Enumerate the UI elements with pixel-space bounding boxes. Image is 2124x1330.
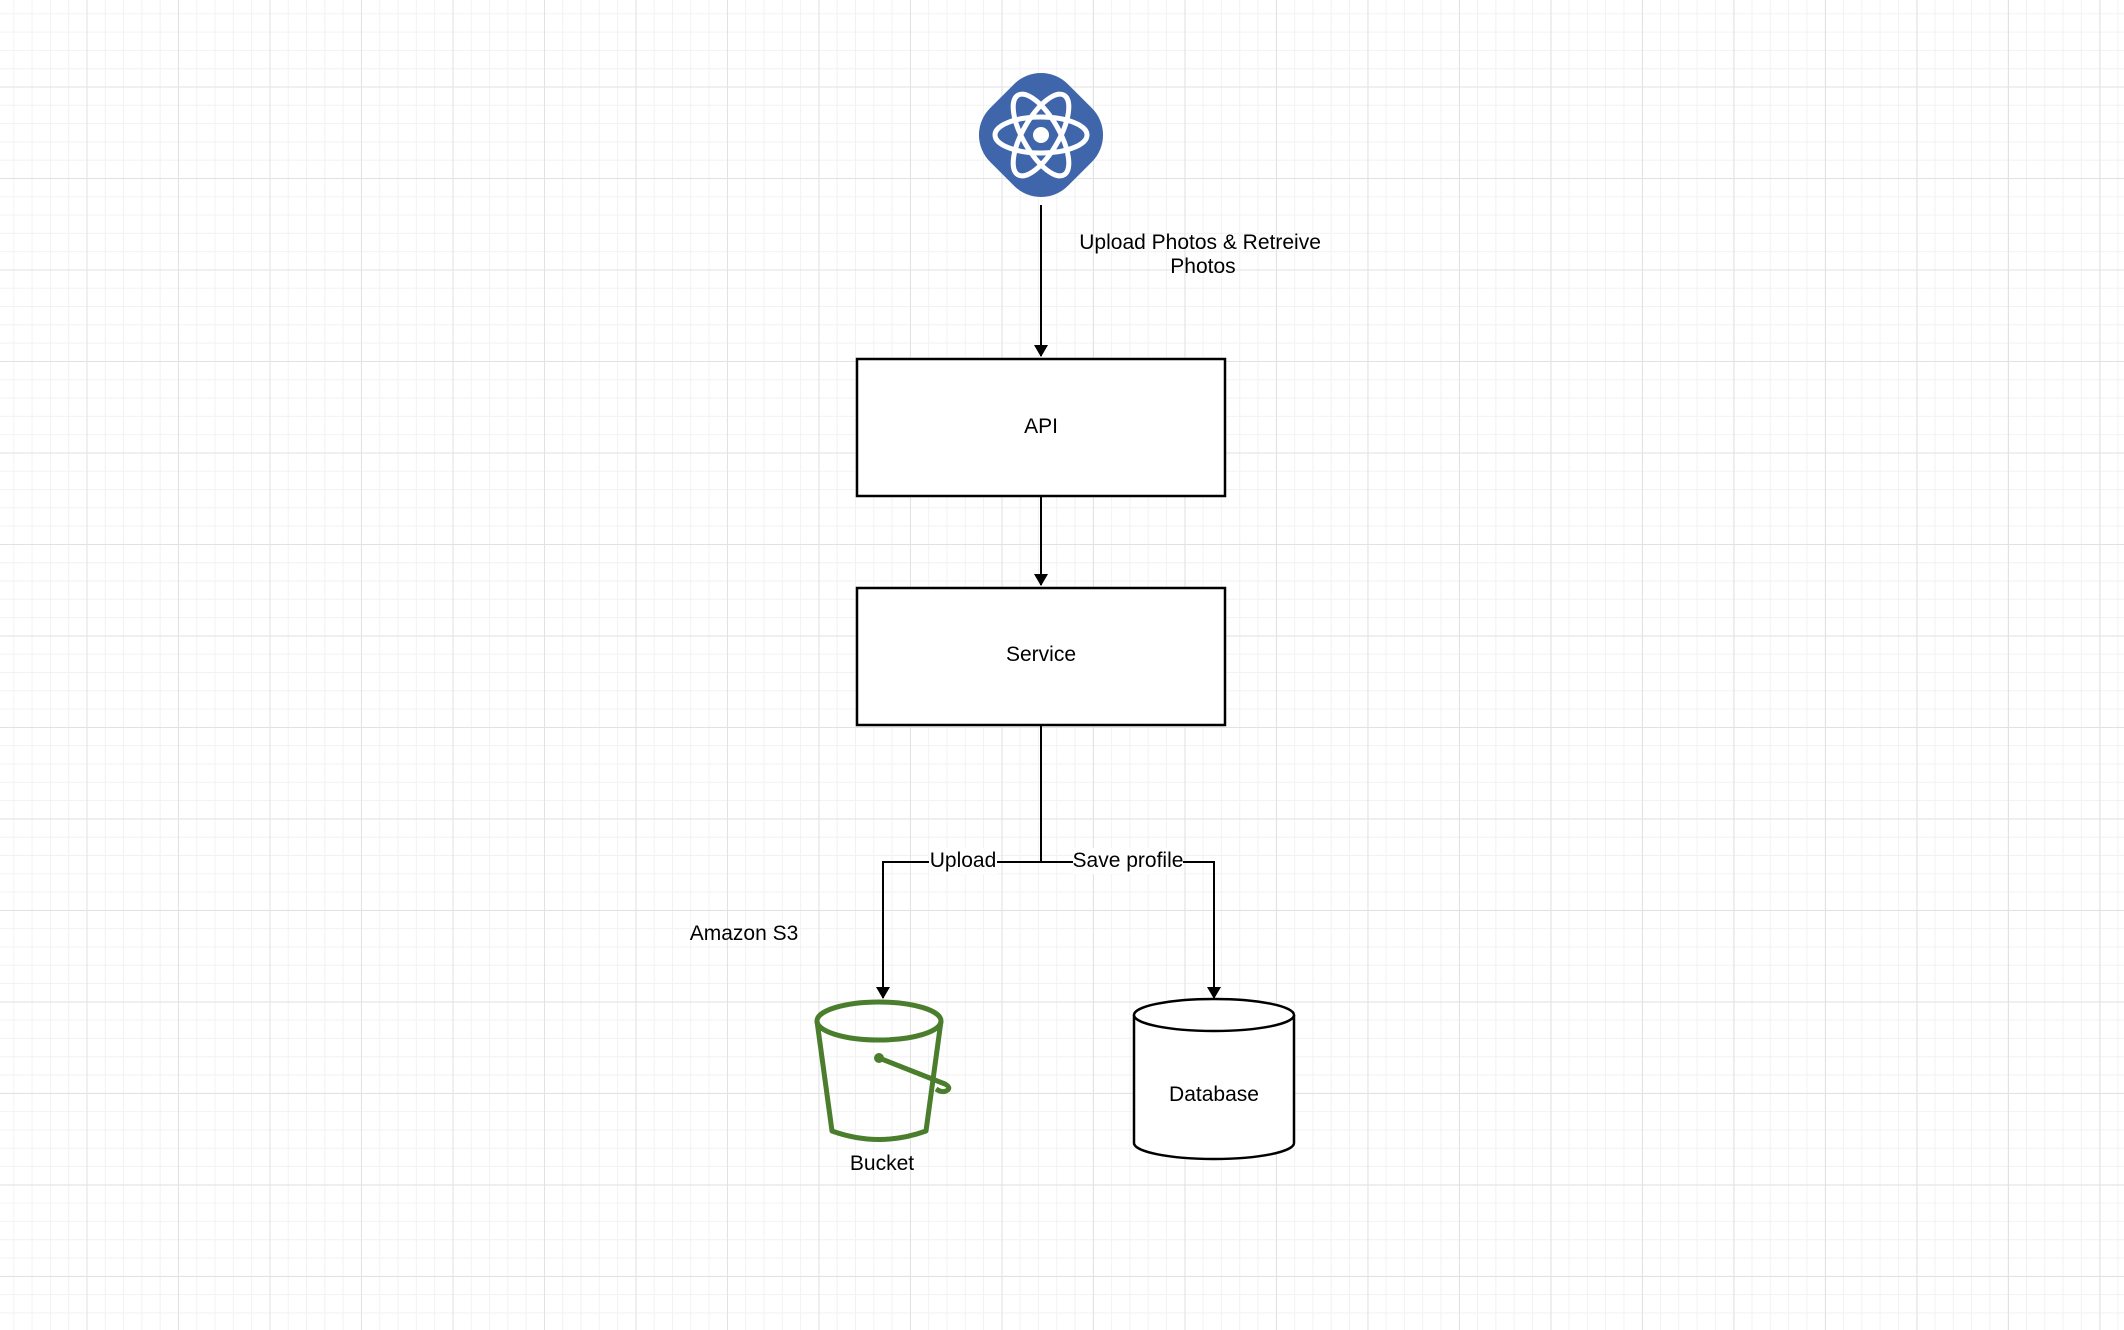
database-node[interactable]: Database bbox=[1132, 997, 1296, 1161]
api-label: API bbox=[1024, 415, 1058, 438]
bucket-label: Bucket bbox=[850, 1152, 914, 1175]
database-label: Database bbox=[1169, 1083, 1259, 1106]
edge-save-profile-label: Save profile bbox=[1073, 849, 1184, 872]
react-atom-icon[interactable] bbox=[963, 57, 1119, 213]
s3-bucket-icon[interactable] bbox=[814, 999, 952, 1142]
edge-service-to-database bbox=[1041, 861, 1221, 999]
service-label: Service bbox=[1006, 643, 1076, 666]
amazon-s3-label: Amazon S3 bbox=[690, 922, 799, 945]
edge-upload-label: Upload bbox=[930, 849, 997, 872]
edge-client-api-label: Upload Photos & Retreive Photos bbox=[1079, 231, 1326, 278]
api-node[interactable]: API bbox=[855, 357, 1227, 498]
service-node[interactable]: Service bbox=[855, 586, 1227, 727]
